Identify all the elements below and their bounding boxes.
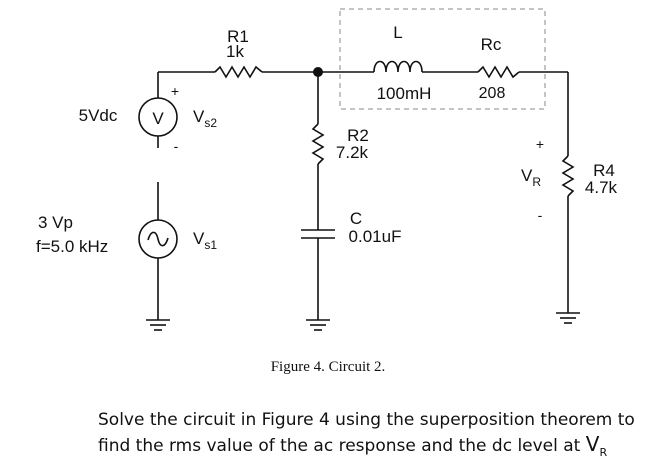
r1-name-label: R1 — [227, 27, 249, 46]
ac-sine-icon — [147, 231, 169, 247]
c-name-label: C — [350, 209, 362, 228]
ground-left-icon — [146, 319, 170, 331]
vs1-name-main: V — [193, 229, 205, 248]
vs2-name-label: Vs2 — [193, 107, 217, 130]
vs1-name-label: Vs1 — [193, 229, 217, 252]
dashed-inductor-box — [339, 8, 546, 110]
r1-resistor — [214, 65, 263, 79]
r4-value-label: 4.7k — [585, 178, 618, 197]
vs2-value-label: 5Vdc — [79, 106, 118, 125]
figure-caption: Figure 4. Circuit 2. — [271, 359, 386, 375]
vs1-frequency-label: f=5.0 kHz — [36, 237, 108, 256]
vs1-amplitude-label: 3 Vp — [38, 213, 73, 232]
inductor-coil — [373, 60, 423, 73]
vs2-symbol-label: V — [152, 109, 164, 128]
vr-main: V — [521, 166, 533, 185]
ground-right-icon — [556, 312, 580, 324]
junction-dot — [313, 67, 323, 77]
question-target-main: V — [585, 432, 600, 456]
vr-label: VR — [521, 166, 541, 189]
vs2-name-main: V — [193, 107, 205, 126]
rc-name-label: Rc — [481, 35, 502, 54]
r1-value-label: 1k — [226, 42, 244, 61]
question-paragraph: Solve the circuit in Figure 4 using the … — [98, 408, 653, 460]
inductor-name-label: L — [393, 23, 402, 42]
vs1-name-sub: s1 — [204, 238, 217, 252]
vs2-plus-label: + — [171, 83, 179, 99]
question-target-sub: R — [599, 446, 608, 459]
r4-name-label: R4 — [593, 161, 615, 180]
inductor-value-label: 100mH — [377, 84, 432, 103]
ground-mid-icon — [306, 319, 330, 331]
r2-name-label: R2 — [347, 126, 369, 145]
rc-value-label: 208 — [479, 85, 506, 102]
vr-plus-label: + — [536, 136, 544, 152]
r2-value-label: 7.2k — [336, 143, 369, 162]
c-value-label: 0.01uF — [349, 227, 402, 246]
vr-minus-label: - — [538, 207, 543, 223]
question-text: Solve the circuit in Figure 4 using the … — [98, 410, 635, 456]
vs2-minus-label: - — [174, 138, 179, 154]
vs2-name-sub: s2 — [204, 116, 217, 130]
vr-sub: R — [532, 175, 541, 189]
r2-resistor — [311, 123, 325, 165]
r4-resistor — [561, 155, 575, 197]
rc-resistor — [477, 65, 520, 79]
